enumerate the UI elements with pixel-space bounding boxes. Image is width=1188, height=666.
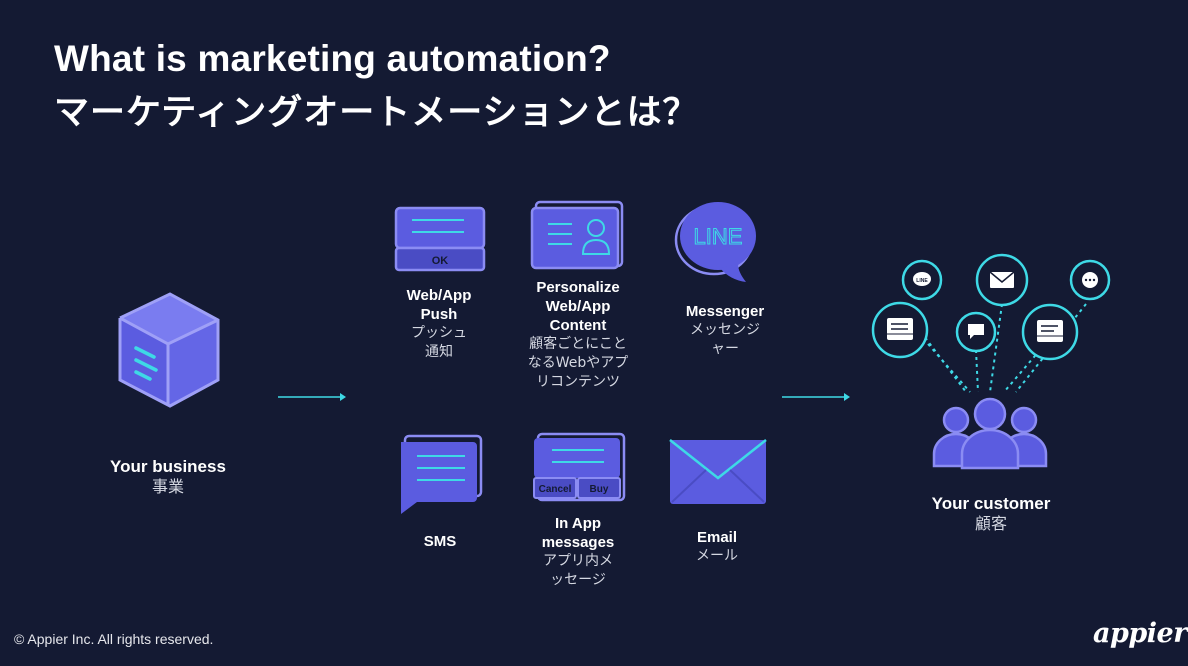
business-label: Your business 事業 <box>88 456 248 497</box>
messenger-label: Messenger メッセンジ ャー <box>666 302 784 359</box>
cube-icon <box>118 292 220 408</box>
copyright-notice: © Appier Inc. All rights reserved. <box>14 631 214 647</box>
email-label-en: Email <box>696 529 738 546</box>
buy-label: Buy <box>590 484 609 495</box>
line-chat-bubble-icon: LINE <box>901 259 943 301</box>
arrow-right-icon <box>278 393 346 401</box>
sms-label-en: SMS <box>423 533 457 550</box>
page-title: What is marketing automation? <box>54 38 611 79</box>
inapp-label-ja: アプリ内メ ッセージ <box>543 553 613 588</box>
push-notification-bubble-icon <box>871 301 929 359</box>
sms-label: SMS <box>395 532 485 551</box>
personalize-label-en: Personalize Web/App Content <box>536 279 620 334</box>
email-label-ja: メール <box>696 548 738 564</box>
sms-chat-icon <box>401 434 483 514</box>
line-logo-text: LINE <box>694 224 743 249</box>
cancel-label: Cancel <box>539 484 572 495</box>
appier-logo: appier <box>1093 618 1187 649</box>
mail-bubble-icon <box>975 253 1029 307</box>
push-label: Web/App Push プッシュ 通知 <box>385 286 493 362</box>
line-messenger-icon: LINE <box>674 202 756 282</box>
push-label-en: Web/App Push <box>406 287 472 323</box>
message-bubble-icon <box>955 311 997 353</box>
customer-label-ja: 顧客 <box>974 514 1007 533</box>
push-notification-icon: OK <box>394 206 486 272</box>
email-label: Email メール <box>666 528 768 566</box>
in-app-message-icon: Cancel Buy <box>533 432 626 502</box>
people-group-icon <box>932 397 1048 470</box>
business-label-ja: 事業 <box>151 477 184 496</box>
customer-label: Your customer 顧客 <box>906 493 1076 534</box>
email-envelope-icon <box>669 439 767 504</box>
arrow-right-icon <box>782 393 850 401</box>
ellipsis-chat-bubble-icon <box>1069 259 1111 301</box>
alert-notification-bubble-icon <box>1021 303 1079 361</box>
personalize-label: Personalize Web/App Content 顧客ごとにこと なるWe… <box>515 278 641 392</box>
messenger-label-en: Messenger <box>685 303 765 320</box>
push-label-ja: プッシュ 通知 <box>411 325 467 360</box>
inapp-label-en: In App messages <box>541 515 615 551</box>
page-title-japanese: マーケティングオートメーションとは？ <box>54 93 699 133</box>
customer-channels-diagram: LINE <box>871 253 1111 470</box>
personalize-label-ja: 顧客ごとにこと なるWebやアプ リコンテンツ <box>527 336 629 390</box>
messenger-label-ja: メッセンジ ャー <box>690 322 760 357</box>
push-ok-label: OK <box>432 255 449 267</box>
line-bubble-text: LINE <box>916 278 928 284</box>
profile-card-icon <box>530 200 624 270</box>
business-label-en: Your business <box>110 457 226 476</box>
inapp-label: In App messages アプリ内メ ッセージ <box>520 514 636 590</box>
customer-label-en: Your customer <box>931 494 1051 513</box>
